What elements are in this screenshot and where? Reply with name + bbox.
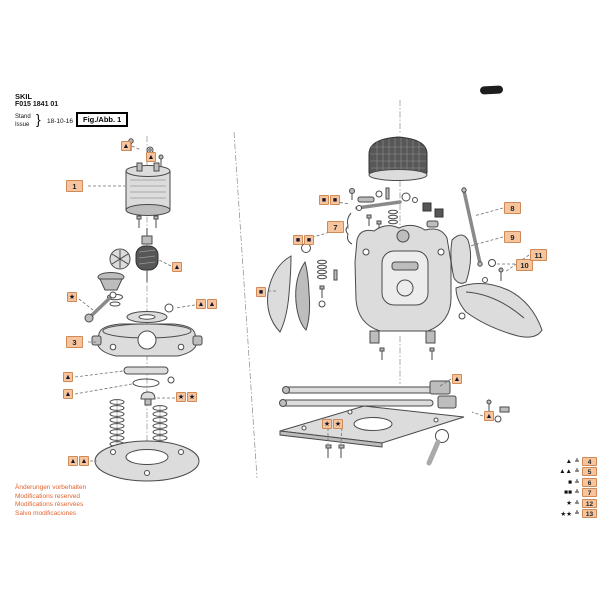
wrench (426, 429, 449, 466)
router-body-assembly (267, 100, 543, 466)
legend-part-number: 13 (582, 509, 597, 519)
bearing-plate (126, 311, 168, 323)
legend-row: ▲≙4 (556, 456, 597, 467)
motor-assembly (74, 136, 203, 482)
stand-label: Stand (15, 114, 31, 120)
knob (140, 391, 156, 406)
assembly-separator-line (233, 131, 258, 479)
note-line: Modifications reserved (15, 492, 81, 500)
clamp-bar (123, 366, 169, 375)
spindle-shaft (84, 291, 117, 323)
corresponds-sign: ≙ (574, 479, 580, 486)
motor-screws (136, 215, 159, 228)
legend-part-number: 5 (582, 467, 597, 477)
depth-rod (461, 187, 483, 267)
depth-stop-parts (482, 259, 504, 283)
adjuster-ring (132, 376, 175, 388)
legend-part-number: 4 (582, 456, 597, 466)
armature (135, 228, 159, 282)
legend-symbol: ★ (566, 500, 572, 508)
corresponds-sign: ≙ (574, 469, 580, 476)
top-fasteners (128, 138, 164, 166)
legend-symbol: ▲ (565, 457, 572, 465)
right-handle-lever (455, 283, 543, 338)
edge-guide-and-base (279, 380, 465, 448)
group-bracket (345, 212, 353, 245)
legend-symbol: ▲▲ (559, 468, 572, 476)
note-line: Modifications réservées (15, 501, 84, 508)
corresponds-sign: ≙ (574, 490, 580, 497)
legend-part-number: 12 (582, 498, 597, 508)
issue-date: 18-10-16 (47, 118, 74, 125)
legend-row: ■■≙7 (556, 488, 597, 499)
figure-label: Fig./Abb. 1 (76, 112, 129, 127)
guide-fittings (486, 399, 510, 423)
retaining-ring (164, 303, 174, 313)
legend-part-number: 7 (582, 488, 597, 498)
brace-glyph: } (36, 111, 41, 127)
motor-housing (125, 162, 171, 216)
base-plate (94, 440, 200, 482)
legend-symbol: ■ (568, 478, 572, 486)
model-number: F015 1841 01 (15, 101, 59, 108)
corresponds-sign: ≙ (574, 511, 580, 518)
legend-row: ★★≙13 (556, 509, 597, 520)
legend-part-number: 6 (582, 477, 597, 487)
symbol-legend: ▲≙4▲▲≙5■≙6■■≙7★≙12★★≙13 (556, 456, 597, 519)
chip-guard (450, 234, 472, 284)
legend-symbol: ★★ (560, 510, 572, 518)
base-screws (325, 444, 345, 458)
corresponds-sign: ≙ (574, 458, 580, 465)
corresponds-sign: ≙ (574, 500, 580, 507)
legend-row: ★≙12 (556, 498, 597, 509)
legend-row: ■≙6 (556, 477, 597, 488)
issue-label: Issue (15, 122, 30, 128)
brand-title: SKIL (15, 92, 33, 101)
left-handle-lever (267, 243, 338, 333)
legend-row: ▲▲≙5 (556, 467, 597, 478)
note-line: Salvo modificaciones (15, 509, 77, 517)
motor-cap (368, 136, 428, 181)
legend-symbol: ■■ (564, 489, 572, 497)
gear-housing (91, 323, 203, 357)
router-body (354, 224, 452, 360)
switch-parts (345, 187, 444, 245)
note-line: Änderungen vorbehalten (15, 484, 87, 491)
